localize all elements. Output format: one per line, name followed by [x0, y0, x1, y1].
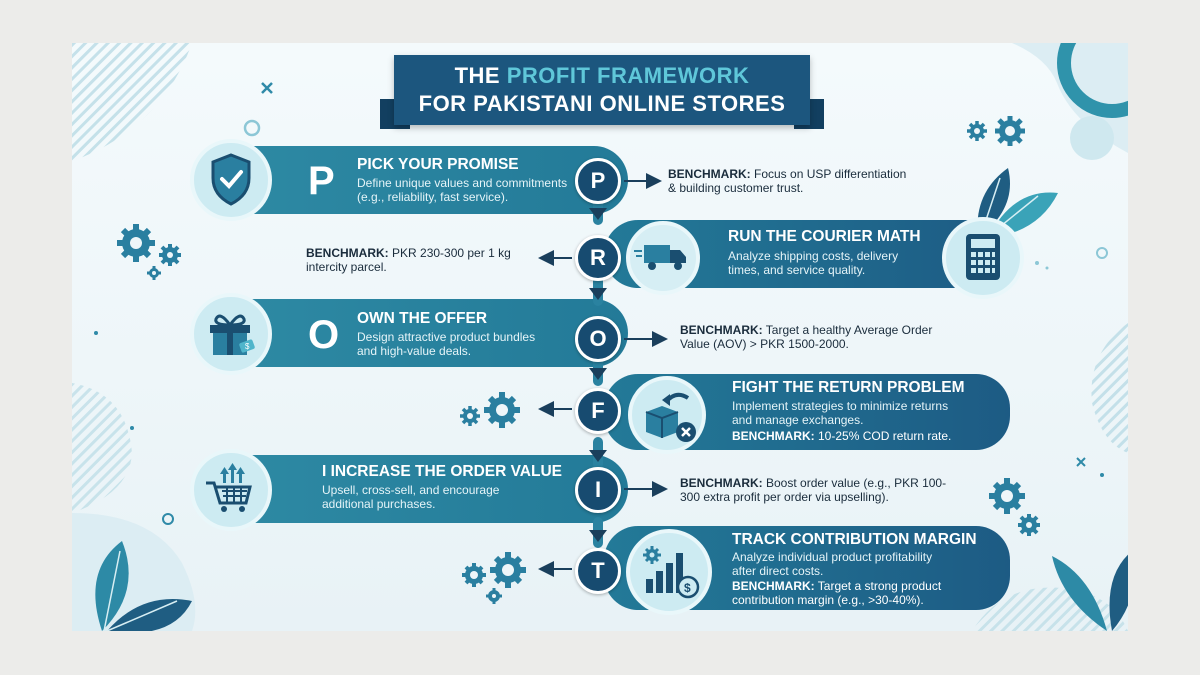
step-f-title: FIGHT THE RETURN PROBLEM — [732, 379, 965, 396]
shield-check-icon — [211, 153, 251, 206]
step-o-benchmark: BENCHMARK: Target a healthy Average Orde… — [680, 323, 933, 351]
background-decoration — [72, 43, 1128, 631]
step-f-benchmark: BENCHMARK: 10-25% COD return rate. — [732, 429, 952, 443]
title-banner: THE PROFIT FRAMEWORK FOR PAKISTANI ONLIN… — [394, 55, 810, 125]
truck-icon — [634, 245, 686, 270]
step-t-icon-circle: $ — [626, 529, 712, 615]
step-o-node: O — [575, 316, 621, 362]
step-f-icon-circle — [628, 376, 706, 454]
step-r-node: R — [575, 235, 621, 281]
step-p-benchmark: BENCHMARK: Focus on USP differentiation&… — [668, 167, 907, 195]
step-t-node: T — [575, 548, 621, 594]
step-p-pill — [220, 146, 628, 214]
step-f-desc: Implement strategies to minimize returns… — [732, 399, 949, 427]
return-box-icon — [645, 392, 696, 442]
title-line-2: FOR PAKISTANI ONLINE STORES — [418, 91, 786, 116]
step-p-letter: P — [308, 159, 335, 203]
step-r-title: RUN THE COURIER MATH — [728, 228, 921, 245]
step-o-icon-circle: $ — [190, 293, 272, 375]
step-i-icon-circle — [190, 449, 272, 531]
title-line-1: THE PROFIT FRAMEWORK — [454, 63, 750, 88]
step-i-pill — [220, 455, 628, 523]
step-f-node: F — [575, 388, 621, 434]
flow-connectors — [538, 173, 668, 577]
step-i-node: I — [575, 467, 621, 513]
cart-arrows-icon — [206, 463, 252, 512]
infographic-canvas: THE PROFIT FRAMEWORK FOR PAKISTANI ONLIN… — [72, 43, 1128, 631]
svg-text:$: $ — [245, 342, 250, 351]
step-o-title: OWN THE OFFER — [357, 310, 488, 327]
step-r-truck-circle — [626, 221, 700, 295]
chart-gears-icon: $ — [643, 546, 700, 599]
calculator-icon — [966, 234, 1000, 280]
step-o-letter: O — [308, 313, 340, 357]
step-p-icon-circle — [190, 139, 272, 221]
step-i-benchmark: BENCHMARK: Boost order value (e.g., PKR … — [680, 476, 947, 504]
step-p-node: P — [575, 158, 621, 204]
gift-icon: $ — [210, 314, 255, 355]
gear-icons — [117, 116, 1040, 604]
step-p-desc: Define unique values and commitments(e.g… — [357, 176, 568, 204]
step-t-desc: Analyze individual product profitability… — [732, 550, 933, 578]
svg-text:$: $ — [684, 581, 691, 595]
step-i-title: I INCREASE THE ORDER VALUE — [322, 463, 562, 480]
step-o-pill — [220, 299, 628, 367]
step-t-title: TRACK CONTRIBUTION MARGIN — [732, 531, 977, 548]
step-p-title: PICK YOUR PROMISE — [357, 156, 519, 173]
step-r-icon-circle — [942, 217, 1024, 299]
